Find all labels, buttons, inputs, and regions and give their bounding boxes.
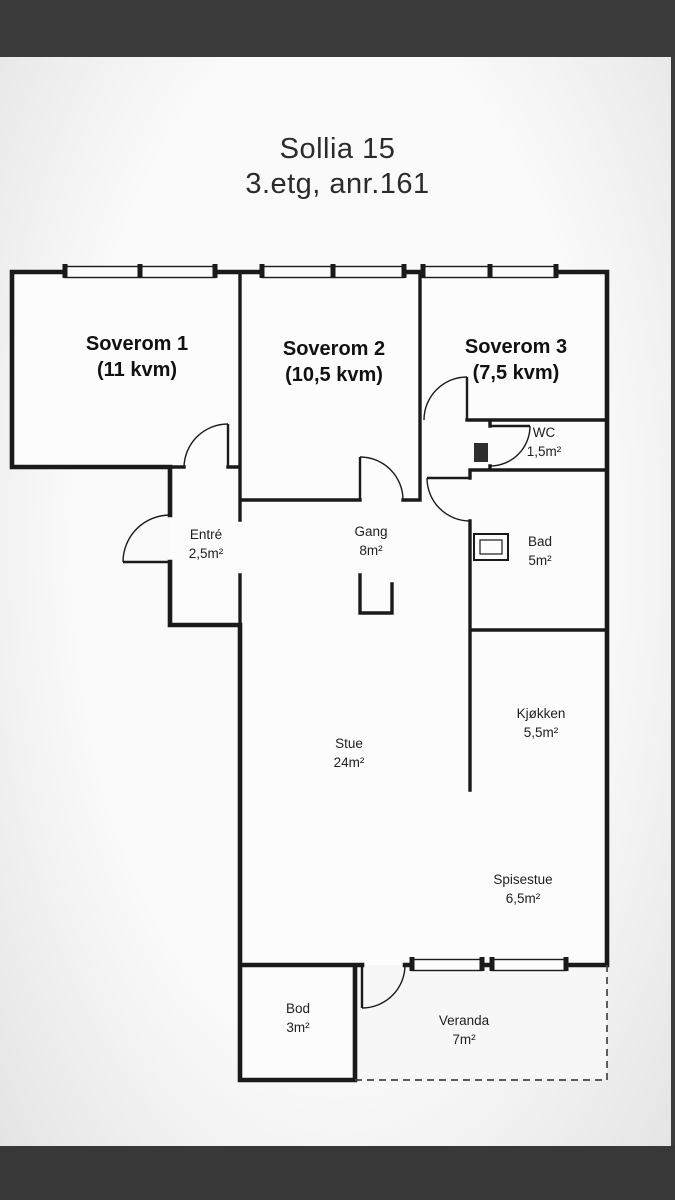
room-label-gang: Gang 8m² xyxy=(354,523,387,561)
window-stue xyxy=(409,957,485,972)
room-label-bad: Bad 5m² xyxy=(528,533,552,571)
window-soverom2 xyxy=(259,264,407,279)
plan-title-line2: 3.etg, anr.161 xyxy=(245,168,430,201)
door-soverom1 xyxy=(183,423,230,468)
window-spisestue xyxy=(489,957,569,972)
room-area: 1,5m² xyxy=(526,444,562,459)
room-name: Entré xyxy=(189,527,223,543)
door-entrance xyxy=(122,514,171,564)
windows xyxy=(62,264,569,972)
door-soverom2 xyxy=(358,456,404,501)
room-name: Kjøkken xyxy=(516,706,566,722)
veranda-outline xyxy=(355,965,608,1081)
room-area: 6,5m² xyxy=(505,891,541,906)
room-area: 3m² xyxy=(286,1020,310,1035)
room-name: Spisestue xyxy=(493,872,553,888)
room-label-bod: Bod 3m² xyxy=(286,1000,310,1038)
top-letterbox-bar xyxy=(0,0,675,57)
photo-right-edge xyxy=(671,57,675,1146)
window-soverom3 xyxy=(420,264,559,279)
room-area: 5m² xyxy=(528,553,552,568)
room-area: 7m² xyxy=(452,1032,476,1047)
room-label-soverom3: Soverom 3 (7,5 kvm) xyxy=(465,334,567,386)
door-soverom3 xyxy=(423,376,469,421)
plan-title: Sollia 15 3.etg, anr.161 xyxy=(0,132,675,203)
door-veranda xyxy=(360,964,406,1009)
room-name: Soverom 3 xyxy=(464,336,568,358)
room-name: Gang xyxy=(354,524,388,540)
room-area: (10,5 kvm) xyxy=(285,364,383,386)
room-name: Veranda xyxy=(438,1013,490,1029)
doors xyxy=(122,376,531,1009)
door-wc xyxy=(489,424,531,467)
room-label-wc: WC 1,5m² xyxy=(527,424,562,462)
room-area: 24m² xyxy=(333,755,365,770)
room-name: Stue xyxy=(335,736,363,752)
room-area: (11 kvm) xyxy=(96,359,178,381)
room-name: Bod xyxy=(285,1001,311,1017)
room-label-soverom1: Soverom 1 (11 kvm) xyxy=(86,331,188,383)
room-label-spisestue: Spisestue 6,5m² xyxy=(493,871,552,909)
room-name: Bad xyxy=(527,534,553,550)
exterior-walls xyxy=(9,269,610,1083)
wc-fixture xyxy=(474,443,488,462)
room-area: 8m² xyxy=(359,543,383,558)
bathroom-sink-basin xyxy=(479,539,503,555)
room-area: (7,5 kvm) xyxy=(472,362,560,384)
fixtures xyxy=(473,443,509,561)
room-area: 5,5m² xyxy=(523,725,559,740)
room-label-entre: Entré 2,5m² xyxy=(189,526,224,564)
bottom-letterbox-bar xyxy=(0,1146,675,1200)
bathroom-sink xyxy=(473,533,509,561)
room-label-stue: Stue 24m² xyxy=(334,735,365,773)
room-name: WC xyxy=(532,425,556,441)
room-name: Soverom 1 xyxy=(85,333,189,355)
room-area: 2,5m² xyxy=(188,546,224,561)
room-label-kjokken: Kjøkken 5,5m² xyxy=(517,705,566,743)
room-name: Soverom 2 xyxy=(282,338,386,360)
building-footprint xyxy=(12,272,607,1080)
plan-title-line1: Sollia 15 xyxy=(279,133,396,165)
veranda-floor xyxy=(355,965,607,1080)
room-label-veranda: Veranda 7m² xyxy=(439,1012,489,1050)
door-bad xyxy=(426,476,471,522)
room-label-soverom2: Soverom 2 (10,5 kvm) xyxy=(283,336,385,388)
interior-walls xyxy=(168,270,609,792)
window-soverom1 xyxy=(62,264,218,279)
